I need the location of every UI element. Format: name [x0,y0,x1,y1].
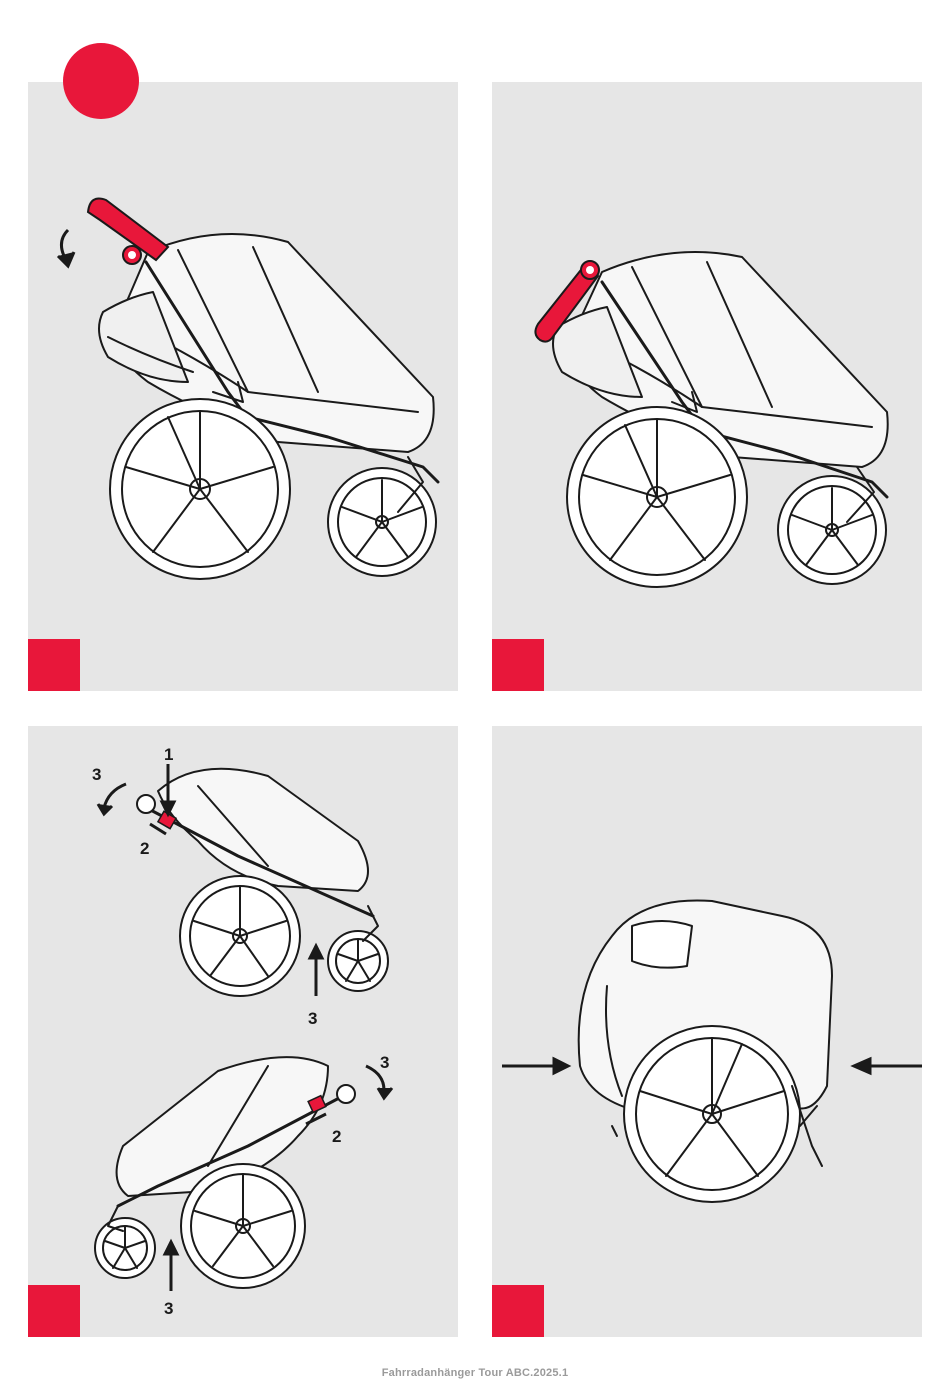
step-number-circle [63,43,139,119]
step-marker [492,1285,544,1337]
footer-text: Fahrradanhänger Tour ABC.2025.1 [0,1367,950,1379]
step-marker [28,1285,80,1337]
step-label: 3 [92,765,101,784]
stroller-illustration [492,82,922,691]
step-label: 3 [308,1009,317,1028]
step-marker [28,639,80,691]
stroller-illustration [28,82,458,691]
step-label: 2 [140,839,149,858]
handlebar-icon [88,199,168,265]
folded-stroller-illustration [492,726,922,1337]
step-panel-4 [492,726,922,1337]
step-marker [492,639,544,691]
step-label: 3 [164,1299,173,1318]
stroller-illustration: 1 2 3 3 3 2 3 [28,726,458,1337]
step-panel-1 [28,82,458,691]
step-label: 2 [332,1127,341,1146]
step-panel-2 [492,82,922,691]
curved-arrow-icon [58,230,74,266]
step-label: 3 [380,1053,389,1072]
step-label: 1 [164,745,173,764]
step-panel-3: 1 2 3 3 3 2 3 [28,726,458,1337]
